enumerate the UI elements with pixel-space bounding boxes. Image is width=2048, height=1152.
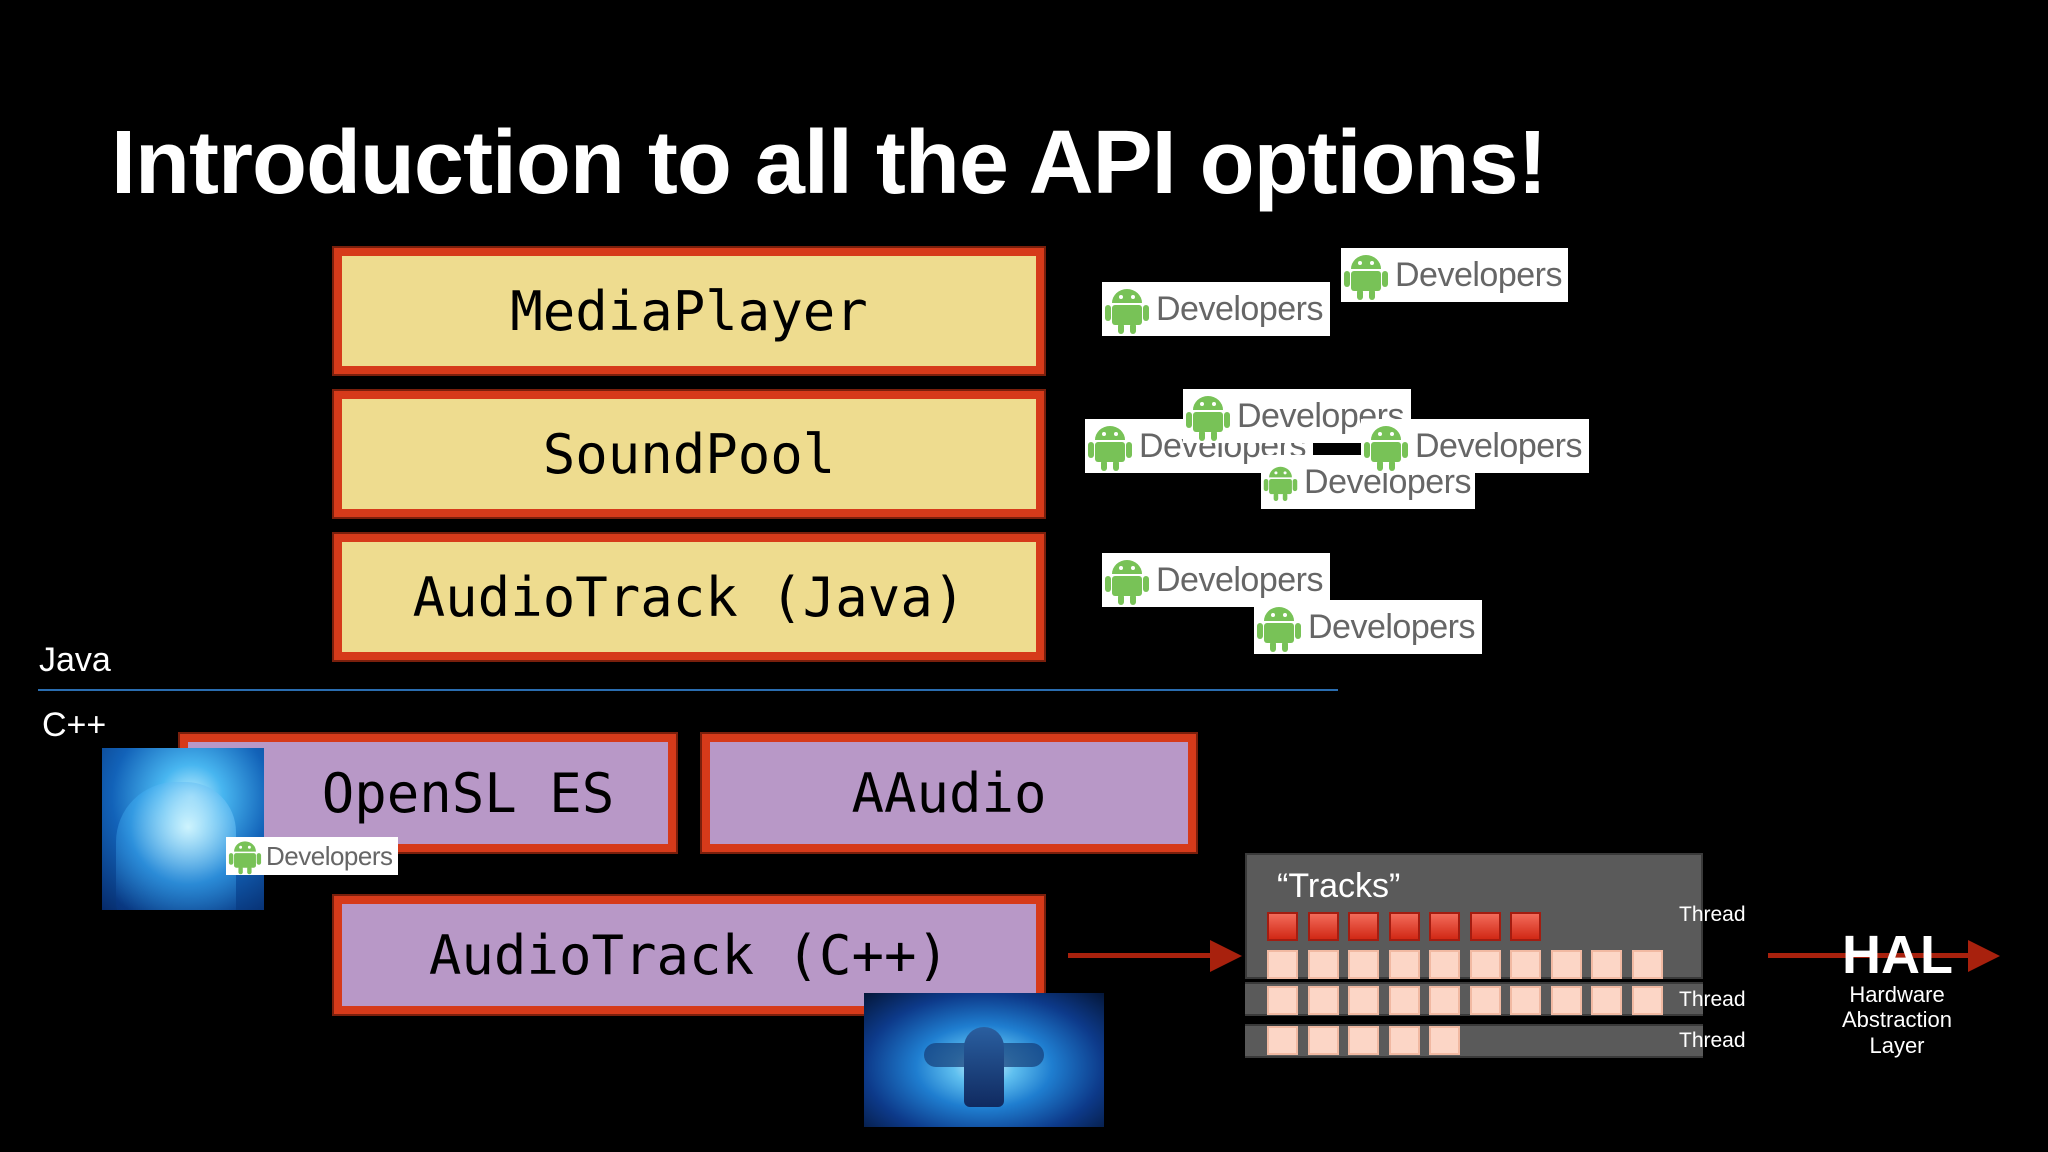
brain-head-glow xyxy=(116,782,236,910)
audiotrack-cpp-label: AudioTrack (C++) xyxy=(428,923,950,987)
buffer-square xyxy=(1348,1026,1379,1055)
android-icon xyxy=(1344,255,1388,300)
developers-text: Developers xyxy=(1308,607,1475,646)
buffer-square xyxy=(1307,1026,1339,1055)
aaudio-label: AAudio xyxy=(851,761,1047,825)
buffer-square xyxy=(1267,986,1298,1015)
buffer-square xyxy=(1388,986,1420,1015)
active-buffer-square xyxy=(1388,912,1420,941)
buffer-square xyxy=(1631,950,1663,979)
buffer-square xyxy=(1429,1026,1460,1055)
hal-line-abstraction: Abstraction xyxy=(1841,1007,1953,1032)
buffer-square xyxy=(1388,950,1420,979)
developers-text: Developers xyxy=(1156,560,1323,599)
buffer-square xyxy=(1348,986,1379,1015)
hal-line-hardware: Hardware xyxy=(1849,982,1945,1007)
developers-badge: Developers xyxy=(1361,419,1589,473)
hal-line-layer: Layer xyxy=(1869,1033,1925,1058)
buffer-square xyxy=(1550,950,1582,979)
developers-badge: Developers xyxy=(226,837,398,875)
arrow-to-hal xyxy=(1768,953,1968,958)
developers-badge: Developers xyxy=(1102,282,1330,336)
audiotrack-java-box: AudioTrack (Java) xyxy=(332,532,1046,662)
buffer-square xyxy=(1631,986,1663,1015)
buffer-square xyxy=(1591,950,1622,979)
android-icon xyxy=(1186,396,1230,441)
android-icon xyxy=(1105,289,1149,334)
developers-text: Developers xyxy=(1156,289,1323,328)
buffer-square xyxy=(1267,1026,1298,1055)
buffer-square xyxy=(1388,1026,1420,1055)
thread-label: Thread xyxy=(1679,903,1746,926)
buffer-square xyxy=(1429,986,1460,1015)
developers-text: Developers xyxy=(266,840,393,871)
active-buffer-square xyxy=(1267,912,1298,941)
active-buffer-square xyxy=(1429,912,1460,941)
audiotrack-java-label: AudioTrack (Java) xyxy=(412,565,966,629)
cpp-label: C++ xyxy=(42,706,107,744)
android-icon xyxy=(228,841,262,875)
hal-title: HAL xyxy=(1842,925,1953,985)
buffer-square xyxy=(1307,950,1339,979)
aaudio-box: AAudio xyxy=(700,732,1198,854)
buffer-square xyxy=(1429,950,1460,979)
soundpool-box: SoundPool xyxy=(332,389,1046,519)
buffer-square xyxy=(1469,986,1501,1015)
meditation-figure xyxy=(964,1027,1004,1107)
android-icon xyxy=(1105,560,1149,605)
brain-image xyxy=(102,748,264,910)
active-buffer-square xyxy=(1348,912,1379,941)
soundpool-label: SoundPool xyxy=(542,422,836,486)
meditation-image xyxy=(864,993,1104,1127)
android-icon xyxy=(1257,607,1301,652)
arrow-to-hal-head xyxy=(1968,940,2000,972)
developers-badge: Developers xyxy=(1341,248,1568,302)
buffer-square xyxy=(1469,950,1501,979)
active-buffer-square xyxy=(1307,912,1339,941)
developers-text: Developers xyxy=(1395,255,1562,294)
android-icon xyxy=(1088,426,1132,471)
java-label: Java xyxy=(39,641,111,679)
buffer-square xyxy=(1510,950,1541,979)
active-buffer-square xyxy=(1510,912,1541,941)
buffer-square xyxy=(1550,986,1582,1015)
java-cpp-divider xyxy=(38,689,1338,691)
arrow-to-tracks xyxy=(1068,953,1210,958)
buffer-square xyxy=(1591,986,1622,1015)
android-icon xyxy=(1364,426,1408,471)
developers-text: Developers xyxy=(1415,426,1582,465)
arrow-to-tracks-head xyxy=(1210,940,1242,972)
buffer-square xyxy=(1307,986,1339,1015)
active-buffer-square xyxy=(1469,912,1501,941)
mediaplayer-box: MediaPlayer xyxy=(332,246,1046,376)
mediaplayer-label: MediaPlayer xyxy=(510,279,868,343)
android-icon xyxy=(1263,466,1298,502)
buffer-square xyxy=(1267,950,1298,979)
developers-badge: Developers xyxy=(1254,600,1482,654)
buffer-square xyxy=(1348,950,1379,979)
buffer-square xyxy=(1510,986,1541,1015)
thread-label: Thread xyxy=(1679,1029,1746,1052)
thread-label: Thread xyxy=(1679,988,1746,1011)
opensl-es-label: OpenSL ES xyxy=(321,761,615,825)
developers-badge: Developers xyxy=(1102,553,1330,607)
slide-title: Introduction to all the API options! xyxy=(111,113,1548,213)
tracks-label: “Tracks” xyxy=(1277,867,1401,905)
